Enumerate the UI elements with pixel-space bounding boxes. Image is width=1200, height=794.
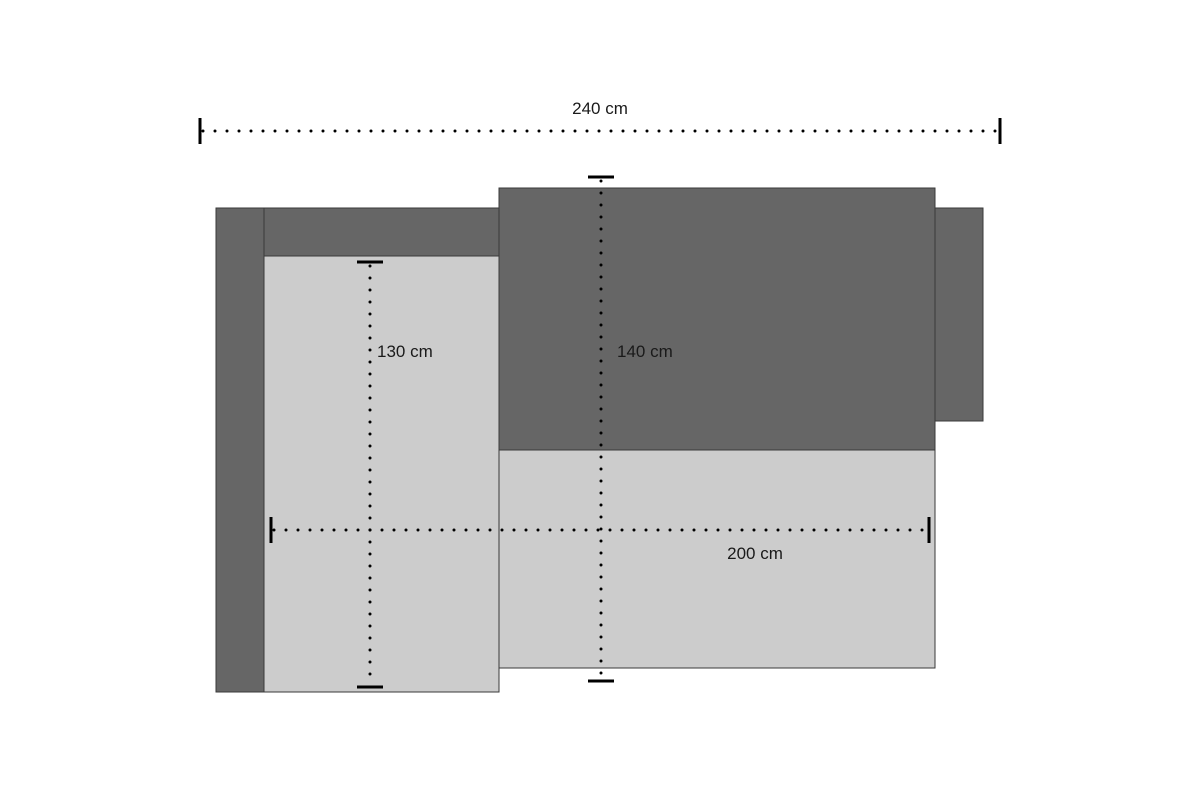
left-armrest	[215, 207, 265, 693]
chaise-depth-label: 130 cm	[377, 342, 433, 361]
right-armrest	[934, 207, 984, 422]
total-width-dimension: 240 cm	[198, 99, 1002, 144]
chaise-seat	[263, 255, 500, 693]
main-seat	[498, 449, 936, 669]
total-width-label: 240 cm	[572, 99, 628, 118]
seat-width-dimension: 200 cm	[269, 517, 931, 563]
sofa-depth-label: 140 cm	[617, 342, 673, 361]
main-backrest	[498, 187, 936, 451]
sofa-depth-dimension: 140 cm	[588, 175, 673, 683]
chaise-depth-dimension: 130 cm	[357, 260, 433, 689]
sofa-shape	[215, 187, 984, 693]
seat-width-label: 200 cm	[727, 544, 783, 563]
chaise-backrest	[263, 207, 500, 257]
